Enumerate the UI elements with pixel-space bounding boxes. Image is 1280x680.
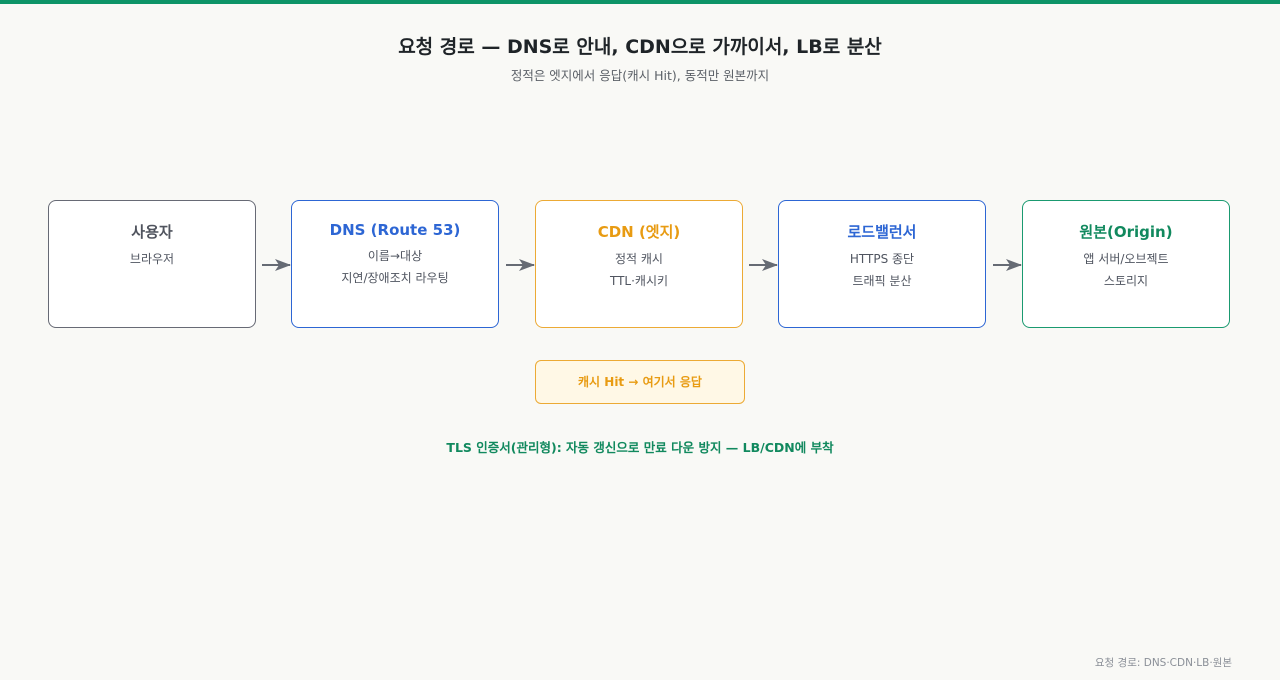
tls-note: TLS 인증서(관리형): 자동 갱신으로 만료 다운 방지 — LB/CDN에…: [446, 440, 834, 455]
node-origin: 원본(Origin) 앱 서버/오브젝트 스토리지: [1022, 200, 1230, 328]
node-origin-detail-1: 앱 서버/오브젝트: [1083, 252, 1169, 266]
node-load-balancer-title: 로드밸런서: [847, 223, 917, 241]
page-title: 요청 경로 — DNS로 안내, CDN으로 가까이서, LB로 분산: [398, 36, 882, 58]
node-load-balancer-detail-1: HTTPS 종단: [849, 252, 915, 266]
node-dns-title: DNS (Route 53): [329, 221, 461, 239]
node-cdn-detail-1: 정적 캐시: [615, 252, 663, 266]
node-cdn-detail-2: TTL·캐시키: [609, 274, 669, 288]
footer-caption: 요청 경로: DNS·CDN·LB·원본: [1094, 657, 1232, 669]
page-subtitle: 정적은 엣지에서 응답(캐시 Hit), 동적만 원본까지: [510, 68, 770, 83]
cache-hit-callout: 캐시 Hit → 여기서 응답: [535, 360, 745, 404]
node-dns-detail-1: 이름→대상: [367, 249, 423, 263]
node-origin-title: 원본(Origin): [1079, 223, 1173, 241]
node-user-title: 사용자: [131, 223, 173, 241]
node-cdn-title: CDN (엣지): [597, 223, 681, 241]
node-load-balancer-detail-2: 트래픽 분산: [852, 274, 912, 288]
node-dns-detail-2: 지연/장애조치 라우팅: [341, 271, 449, 285]
node-load-balancer: 로드밸런서 HTTPS 종단 트래픽 분산: [778, 200, 986, 328]
node-dns: DNS (Route 53) 이름→대상 지연/장애조치 라우팅: [291, 200, 499, 328]
node-cdn: CDN (엣지) 정적 캐시 TTL·캐시키: [535, 200, 743, 328]
node-user: 사용자 브라우저: [48, 200, 256, 328]
node-origin-detail-2: 스토리지: [1103, 274, 1149, 288]
top-accent-bar: [0, 0, 1280, 4]
node-user-detail-1: 브라우저: [129, 252, 175, 266]
